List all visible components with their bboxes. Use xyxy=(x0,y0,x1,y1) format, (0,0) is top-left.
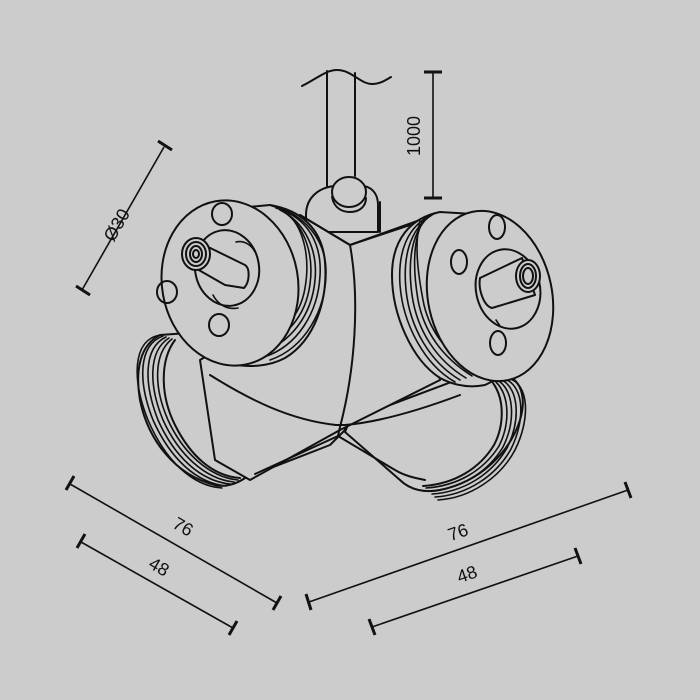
dimension-cable-length: 1000 xyxy=(404,70,442,200)
screw-hole xyxy=(450,249,468,275)
dimension-right-overall: 76 xyxy=(304,481,633,611)
screw-hole xyxy=(488,214,506,240)
dimension-diameter: Ø30 xyxy=(75,139,173,297)
central-body xyxy=(199,201,461,481)
upper-right-lamp-head xyxy=(391,209,555,388)
screw-hole xyxy=(156,280,178,304)
cable-length-label: 1000 xyxy=(404,116,424,156)
right-overall-label: 76 xyxy=(445,520,470,545)
left-overall-label: 76 xyxy=(169,513,196,540)
top-cap xyxy=(305,176,379,233)
right-inner-label: 48 xyxy=(454,562,479,587)
diameter-label: Ø30 xyxy=(100,205,134,244)
upper-left-lamp-head xyxy=(156,199,327,367)
dimension-left-inner: 48 xyxy=(75,533,239,636)
left-inner-label: 48 xyxy=(145,553,172,580)
screw-hole xyxy=(208,313,230,337)
suspension-cable xyxy=(301,69,392,187)
dimension-right-inner: 48 xyxy=(367,547,583,636)
screw-hole xyxy=(211,202,233,226)
lower-right-lamp-head xyxy=(344,374,527,501)
dimension-left-overall: 76 xyxy=(64,475,283,611)
screw-hole xyxy=(489,330,507,356)
